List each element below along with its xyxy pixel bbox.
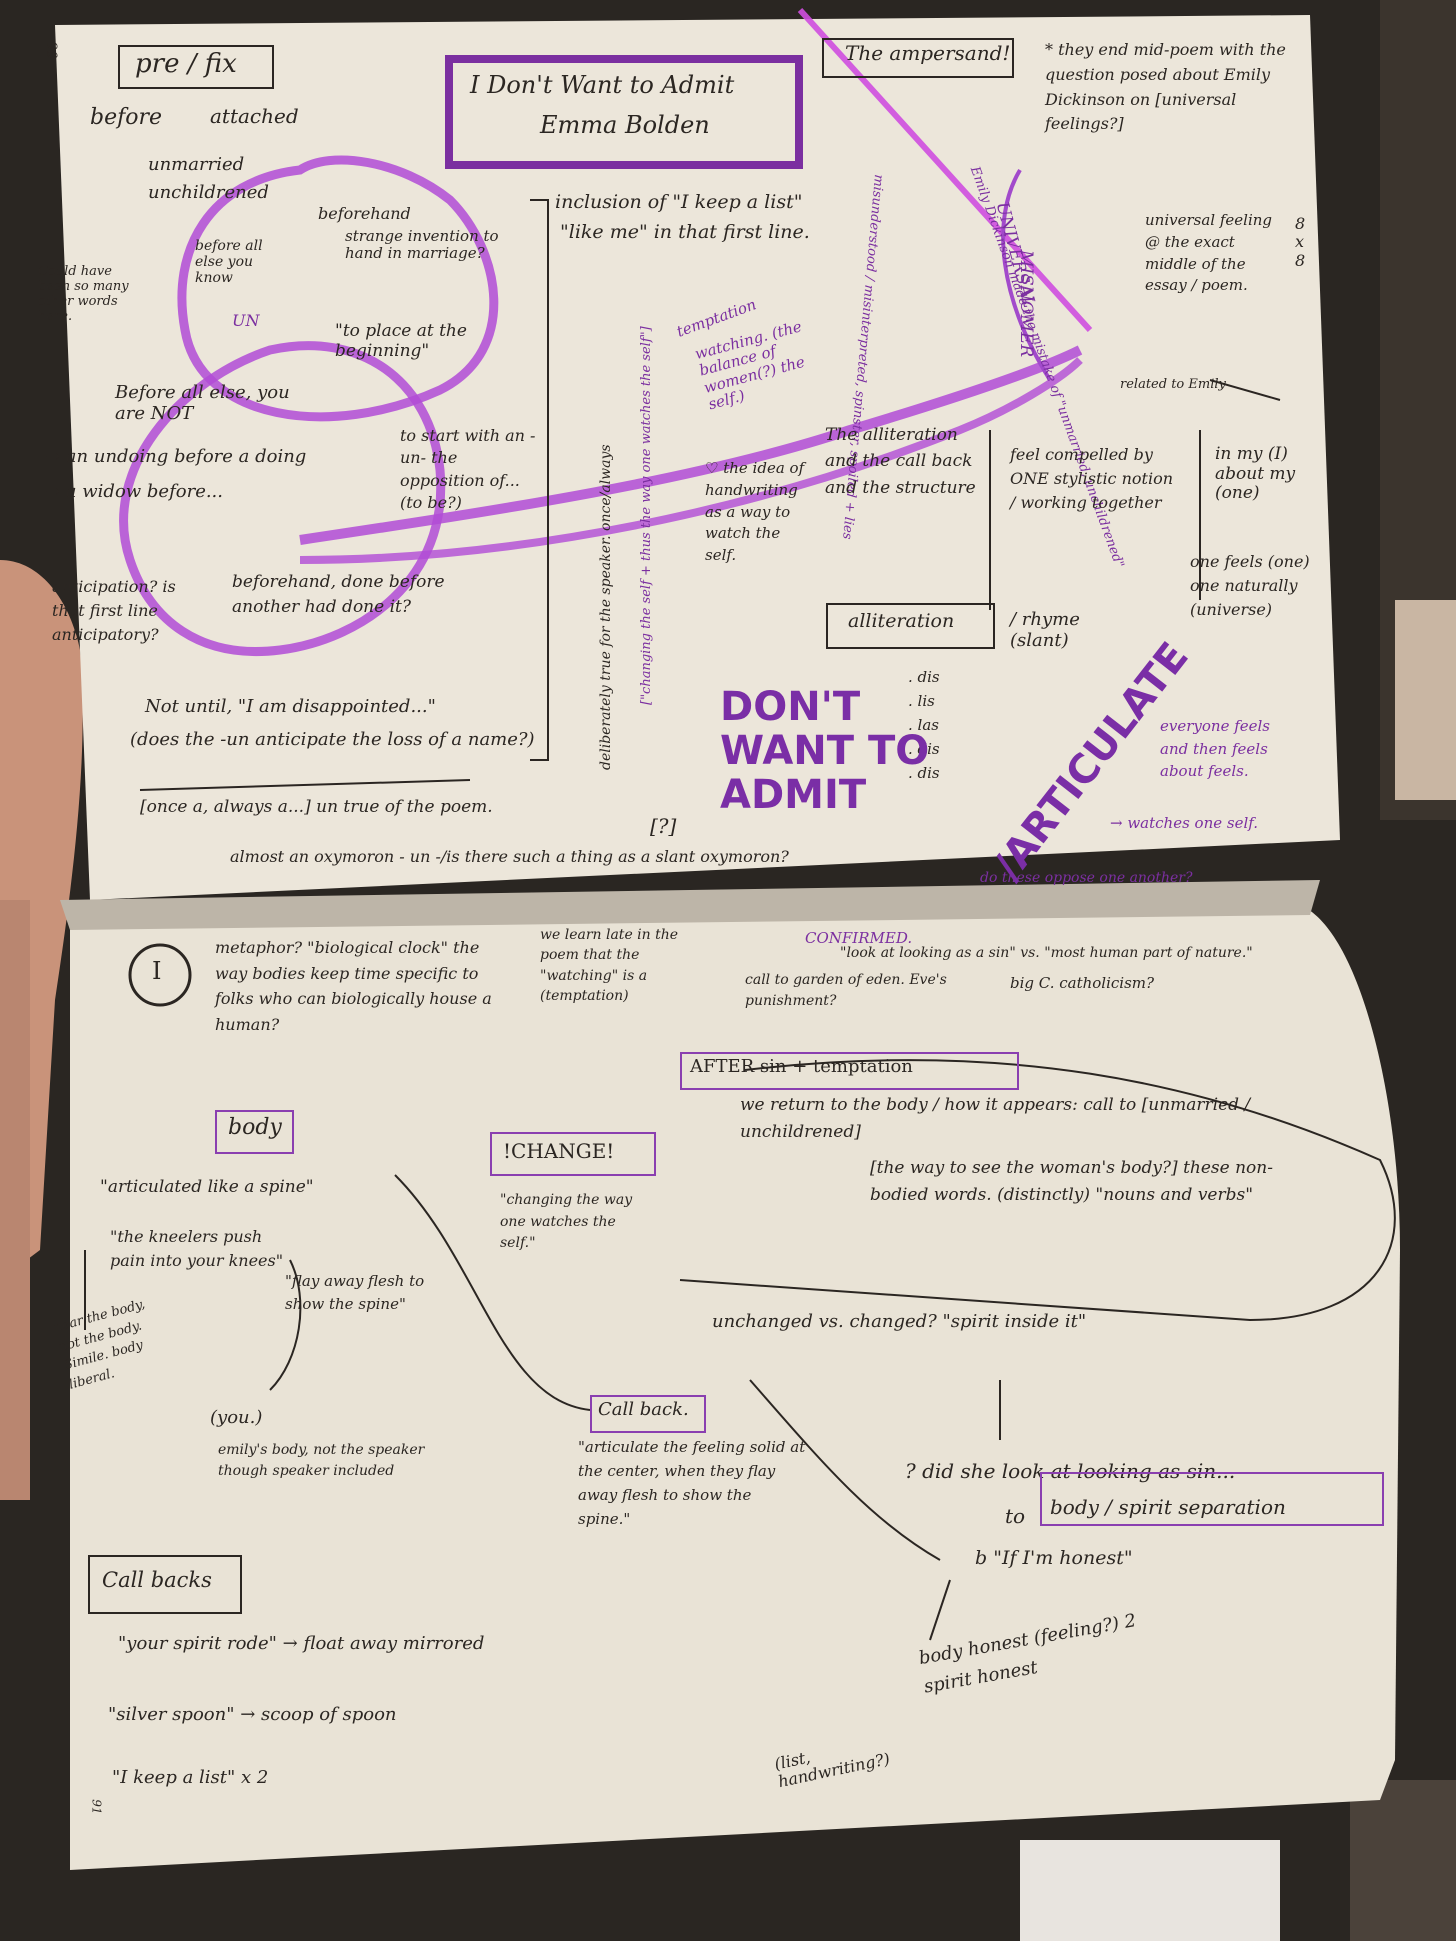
prefix-box: [118, 45, 274, 89]
beforehand-label: beforehand: [318, 204, 411, 223]
watches-note: → watches one self.: [1110, 814, 1259, 832]
flay-note: "flay away flesh to show the spine": [285, 1272, 425, 1314]
after-sin-box: [680, 1052, 1019, 1090]
inclusion-note: inclusion of "I keep a list": [555, 191, 803, 213]
top-page: [55, 15, 1340, 900]
changing-vertical-note: ["changing the self + thus the way one w…: [639, 326, 654, 705]
alliteration-callback-note: The alliteration and the call back and t…: [825, 425, 976, 498]
unchildrened-label: unchildrened: [148, 182, 269, 203]
widow-note: → a widow before...: [45, 481, 224, 502]
related-note: related to Emily: [1120, 377, 1226, 392]
callback-box: [590, 1395, 706, 1433]
dis-list: . dis . lis . las . dis . dis: [908, 665, 940, 785]
bottom-page: [70, 905, 1400, 1870]
universal-note: universal feeling @ the exact middle of …: [1145, 211, 1273, 295]
body-label: body: [228, 1115, 282, 1140]
page-number-bottom: 91: [89, 1799, 104, 1815]
feel-compelled-note: feel compelled by ONE stylistic notion /…: [1010, 445, 1174, 512]
if-honest-note: b "If I'm honest": [975, 1547, 1133, 1569]
dont-want-to-admit: DON'T WANT TO ADMIT: [720, 684, 930, 818]
dis-item: . dis: [908, 668, 940, 686]
rhyme-note: / rhyme (slant): [1010, 609, 1080, 651]
spirit-rode-note: "your spirit rode" → float away mirrored: [118, 1633, 485, 1654]
dis-item: . las: [908, 716, 939, 734]
question-bracket: [?]: [650, 814, 677, 838]
title-box: [445, 55, 803, 169]
change-label: !CHANGE!: [503, 1139, 615, 1163]
in-my-note: in my (I) about my (one): [1215, 444, 1296, 504]
body-box: [215, 1110, 294, 1154]
not-until-note: Not until, "I am disappointed...": [145, 696, 436, 717]
page-number-top: 90: [42, 41, 59, 59]
un-label: UN: [232, 311, 260, 330]
big-c-note: big C. catholicism?: [1010, 974, 1155, 992]
alliteration-box: [826, 603, 995, 649]
eight-by-eight: 8 x 8: [1295, 214, 1306, 270]
metaphor-note: metaphor? "biological clock" the way bod…: [215, 938, 492, 1034]
callback-label: Call back.: [598, 1399, 689, 1420]
to-start-note: to start with an -un- the opposition of.…: [400, 426, 536, 513]
could-have-been-note: Could have been so many other words here…: [38, 264, 129, 324]
oxymoron-note: almost an oxymoron - un -/is there such …: [230, 847, 789, 866]
silver-spoon-note: "silver spoon" → scoop of spoon: [108, 1704, 397, 1725]
did-she-note: ? did she look at looking as sin...: [905, 1459, 1236, 1483]
strange-invention-note: strange invention to hand in marriage?: [345, 227, 499, 263]
before-label: before: [90, 105, 163, 130]
circle-i-label: I: [152, 957, 162, 985]
unchanged-note: unchanged vs. changed? "spirit inside it…: [712, 1311, 1087, 1332]
body-spirit-box: [1040, 1472, 1384, 1526]
we-learn-note: we learn late in the poem that the "watc…: [540, 927, 679, 1004]
ampersand-box: [822, 38, 1014, 78]
after-sin-label: AFTER sin + temptation: [690, 1056, 913, 1077]
once-always-note: [once a, always a...] un true of the poe…: [140, 797, 493, 817]
does-un-note: (does the -un anticipate the loss of a n…: [130, 729, 535, 750]
confirmed-label: CONFIRMED.: [805, 929, 913, 947]
keep-list-note: "I keep a list" x 2: [112, 1767, 269, 1788]
dis-item: . dis: [908, 740, 940, 758]
anticipation-note: anticipation? is that first line anticip…: [52, 577, 176, 644]
before-all-you-note: Before all else, you are NOT: [115, 382, 290, 424]
heart-idea-note: ♡ the idea of handwriting as a way to wa…: [705, 459, 805, 564]
callbacks-box: [88, 1555, 242, 1614]
everyone-note: everyone feels and then feels about feel…: [1160, 717, 1271, 780]
ampersand-label: The ampersand!: [845, 41, 1011, 65]
poem-author: Emma Bolden: [540, 111, 710, 139]
we-return-note: we return to the body / how it appears: …: [740, 1095, 1251, 1143]
like-me-note: "like me" in that first line.: [560, 221, 810, 243]
unmarried-label: unmarried: [148, 154, 245, 175]
dis-item: . lis: [908, 692, 935, 710]
dis-item: . dis: [908, 764, 940, 782]
one-feels-note: one feels (one) one naturally (universe): [1190, 552, 1310, 619]
alliteration-label: alliteration: [848, 610, 955, 632]
body-spirit-label: body / spirit separation: [1050, 1495, 1286, 1519]
deliberately-note: deliberately true for the speaker. once/…: [598, 444, 614, 770]
undoing-note: → an undoing before a doing: [45, 446, 307, 467]
oppose-note: do these oppose one another?: [980, 870, 1193, 886]
to-place-note: "to place at the beginning": [335, 321, 467, 361]
page-fold: [60, 880, 1320, 930]
changing-way-note: "changing the way one watches the self.": [500, 1192, 633, 1252]
to-label: to: [1005, 1504, 1026, 1528]
articulate-feeling-note: "articulate the feeling solid at the cen…: [578, 1438, 806, 1528]
look-at-note: "look at looking as a sin" vs. "most hum…: [840, 945, 1253, 961]
circle-i-ring: [128, 943, 192, 1007]
articulated-note: "articulated like a spine": [100, 1177, 314, 1197]
beforehand-done-note: beforehand, done before another had done…: [232, 572, 445, 617]
kneelers-note: "the kneelers push pain into your knees": [110, 1227, 284, 1270]
attached-label: attached: [210, 104, 299, 128]
before-all-else-note: before all else you know: [195, 238, 263, 287]
callbacks-label: Call backs: [102, 1568, 212, 1592]
change-box: [490, 1132, 656, 1176]
emilys-body-note: emily's body, not the speaker though spe…: [218, 1442, 425, 1479]
poem-title: I Don't Want to Admit: [470, 71, 735, 99]
prefix-label: pre / fix: [135, 49, 237, 79]
emily-note: * they end mid-poem with the question po…: [1045, 40, 1286, 134]
the-way-note: [the way to see the woman's body?] these…: [870, 1158, 1273, 1206]
call-garden-note: call to garden of eden. Eve's punishment…: [745, 972, 947, 1009]
you-note: (you.): [210, 1407, 263, 1428]
